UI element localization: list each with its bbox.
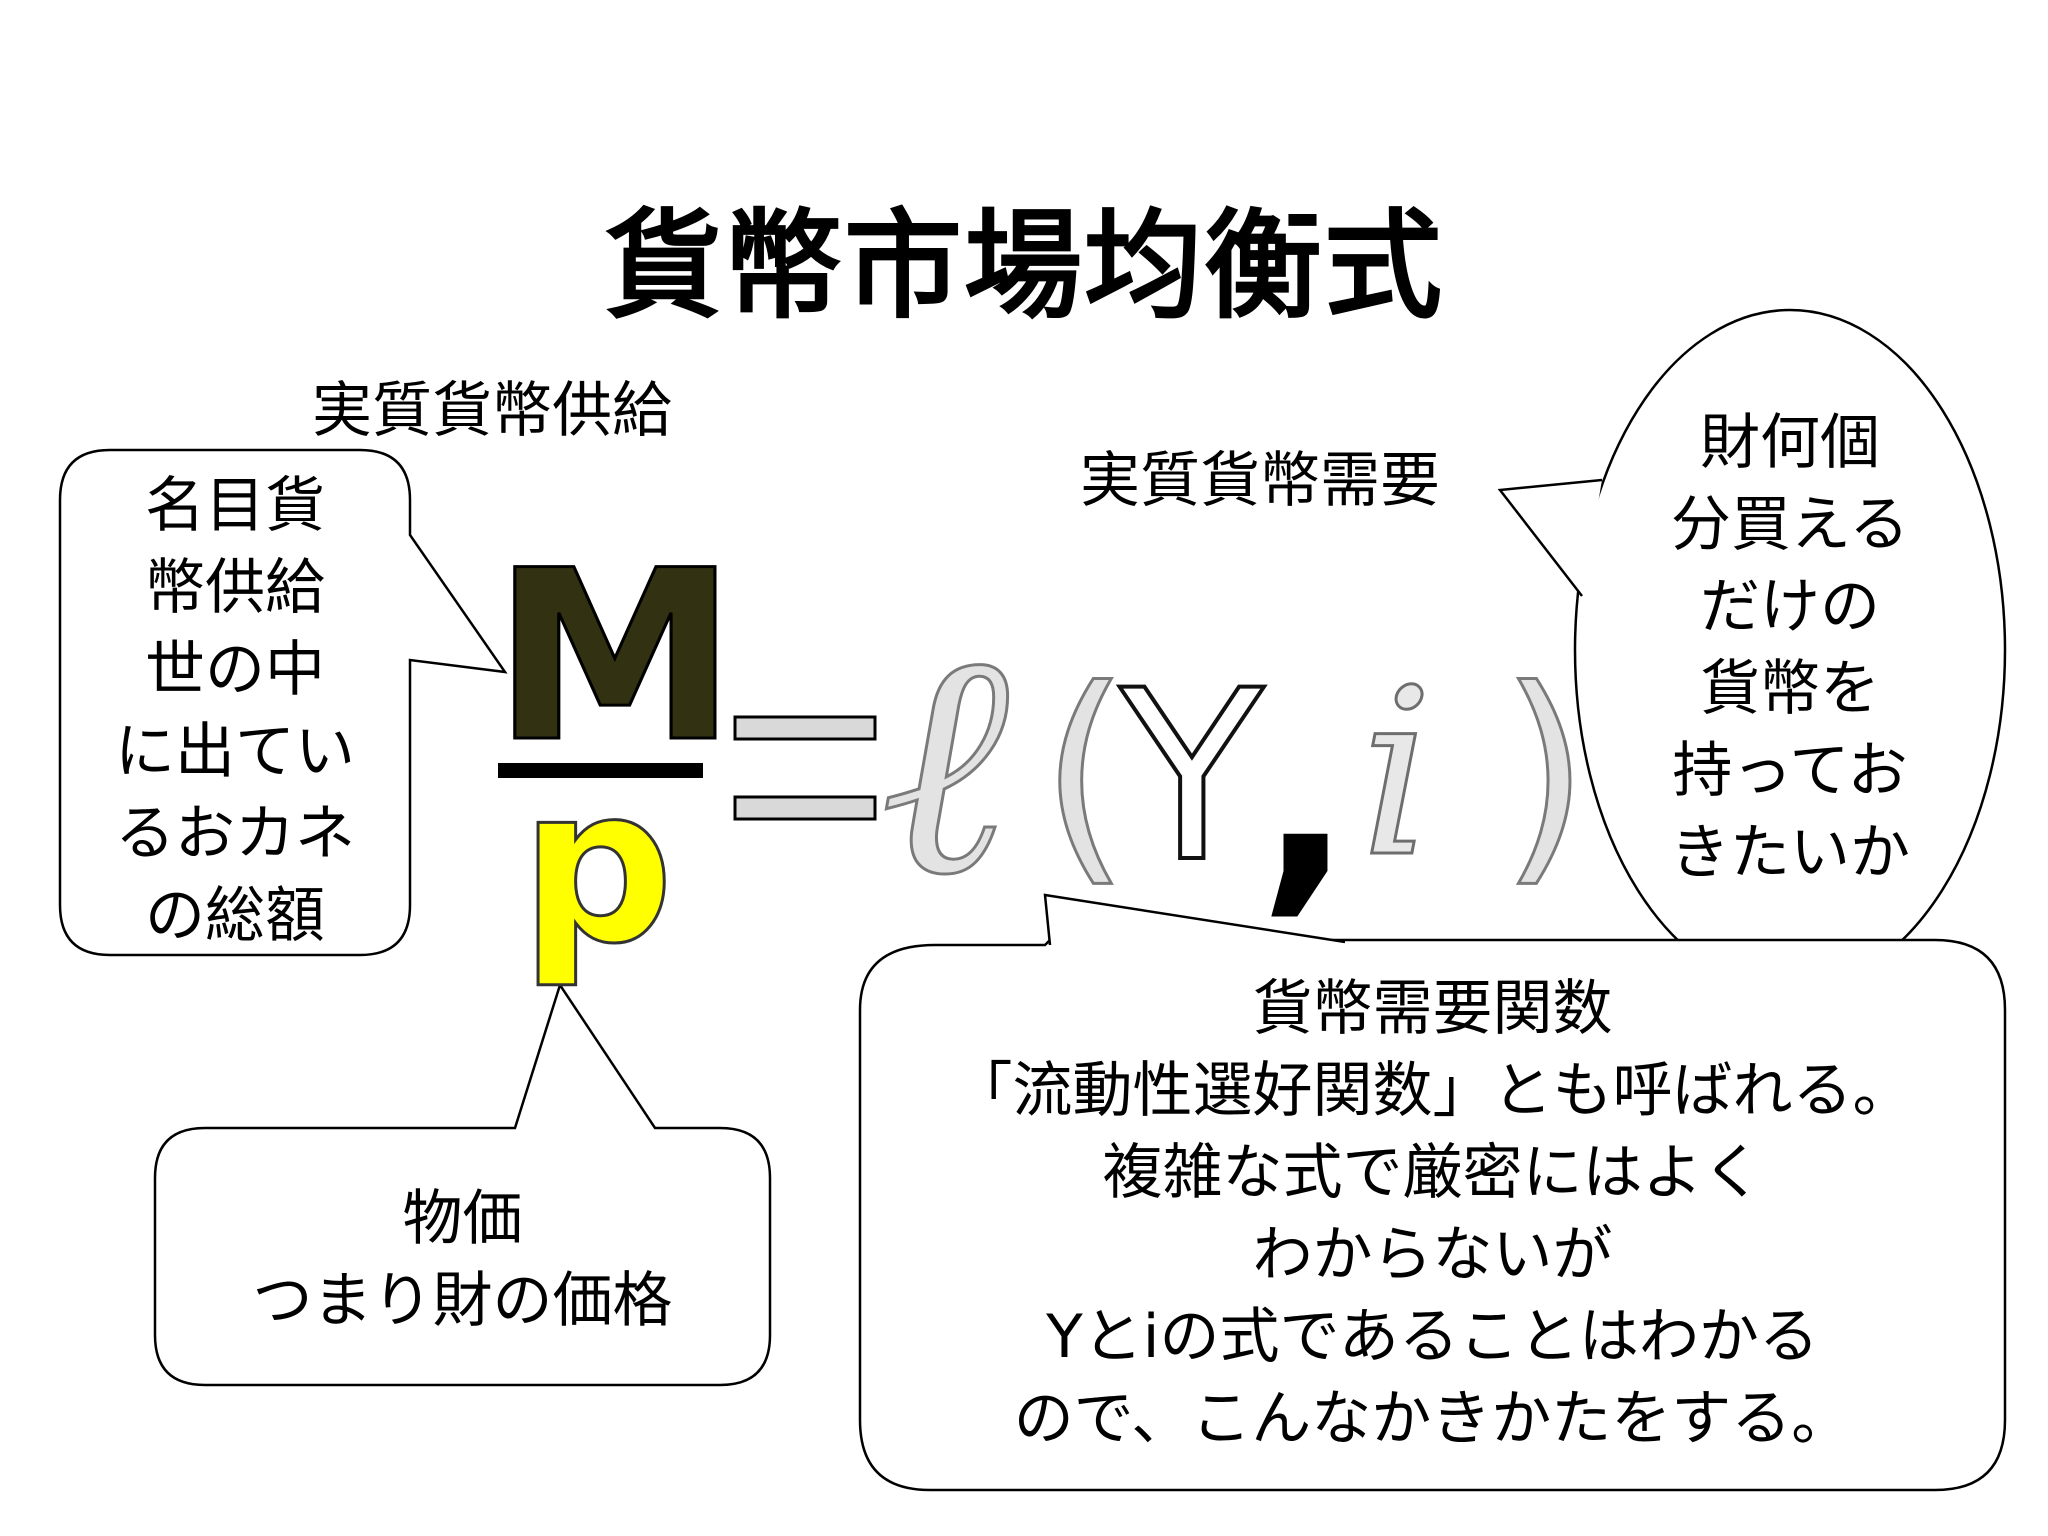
equation-denominator-p: p <box>519 740 676 991</box>
equation-arg-Y: Y <box>1118 641 1266 914</box>
equals-sign-bottom <box>733 795 877 821</box>
bubble-line: 「流動性選好関数」とも呼ばれる。 <box>952 1056 1913 1126</box>
bubble-line: 複雑な式で厳密にはよく <box>1102 1138 1763 1208</box>
bubble-price-outline <box>153 982 772 1387</box>
bubble-line: 分買える <box>1670 490 1910 560</box>
equation-arg-i: i <box>1359 641 1436 908</box>
bubble-line: 貨幣を <box>1700 654 1880 724</box>
bubble-demand-function: 貨幣需要関数 「流動性選好関数」とも呼ばれる。 複雑な式で厳密にはよく わからな… <box>870 968 1995 1460</box>
bubble-goods-quantity-tail <box>1497 478 1603 597</box>
page-title: 貨幣市場均衡式 <box>603 197 1444 335</box>
equation-comma: , <box>1258 649 1353 940</box>
bubble-demand-function-outline <box>858 938 2007 1492</box>
label-real-money-demand: 実質貨幣需要 <box>1080 446 1440 516</box>
bubble-line: ので、こんなかきかたをする。 <box>1013 1384 1852 1454</box>
equation-left-paren: ( <box>1039 641 1132 908</box>
equation-right-paren: ) <box>1499 641 1592 908</box>
bubble-demand-function-tail <box>1043 893 1346 946</box>
bubble-line: きたいか <box>1670 818 1910 888</box>
bubble-line: に出てい <box>115 717 355 787</box>
bubble-price: 物価 つまり財の価格 <box>160 1178 765 1342</box>
bubble-line: 物価 <box>402 1184 523 1254</box>
bubble-goods-quantity: 財何個 分買える だけの 貨幣を 持ってお きたいか <box>1615 402 1965 894</box>
bubble-line: わからないが <box>1252 1220 1613 1290</box>
bubble-line: 名目貨 <box>145 471 325 541</box>
bubble-line: の総額 <box>145 881 325 951</box>
bubble-line: 持ってお <box>1672 736 1908 806</box>
bubble-line: 財何個 <box>1700 408 1880 478</box>
bubble-line: るおカネ <box>115 799 355 869</box>
bubble-line: 貨幣需要関数 <box>1252 974 1613 1044</box>
equation-function-l: ℓ <box>878 584 1010 945</box>
bubble-nominal-money-outline <box>58 448 508 957</box>
bubble-nominal-money: 名目貨 幣供給 世の中 に出てい るおカネ の総額 <box>70 465 400 957</box>
bubble-line: Yとiの式であることはわかる <box>1046 1302 1819 1372</box>
equals-sign-top <box>733 715 877 741</box>
bubble-line: 幣供給 <box>145 553 325 623</box>
bubble-line: 世の中 <box>145 635 325 705</box>
equation-numerator-M: M <box>491 521 740 794</box>
label-real-money-supply: 実質貨幣供給 <box>312 376 672 446</box>
fraction-bar <box>498 763 703 778</box>
bubble-line: だけの <box>1700 572 1880 642</box>
bubble-line: つまり財の価格 <box>252 1266 673 1336</box>
